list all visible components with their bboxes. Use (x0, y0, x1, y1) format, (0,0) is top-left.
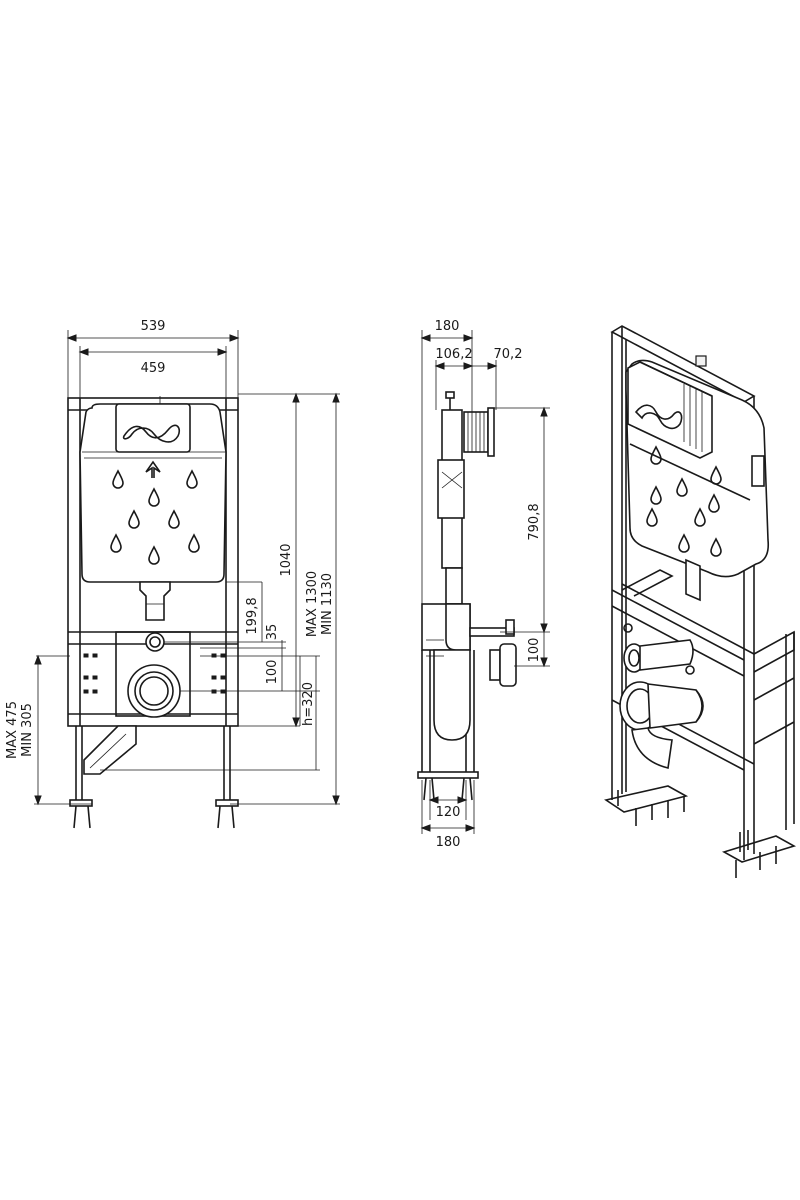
iso-pipes (619, 623, 704, 769)
dim-label-180-bottom: 180 (436, 835, 461, 850)
dim-label-min-305: MIN 305 (20, 703, 35, 757)
dim-label-h320: h=320 (301, 682, 316, 726)
dim-label-100: 100 (265, 660, 280, 685)
dim-label-max-475: MAX 475 (5, 701, 20, 759)
frame-legs (69, 725, 239, 829)
dim-label-70-2: 70,2 (494, 347, 523, 362)
iso-tank (625, 355, 770, 602)
side-bottom-dims: 120 180 (420, 780, 476, 850)
mounting-bracket (83, 631, 226, 718)
flush-outlet (145, 632, 165, 652)
side-vertical-dims: 790,8 100 (494, 406, 550, 668)
cistern-tank (79, 396, 227, 621)
front-vertical-dims: 1040 MAX 1300 MIN 1130 199,8 35 100 h=32… (5, 392, 340, 806)
dim-label-790-8: 790,8 (527, 503, 542, 540)
side-drain-connector (499, 643, 517, 687)
side-top-dims: 180 106,2 70,2 (420, 319, 523, 650)
dim-label-min-1130: MIN 1130 (320, 573, 335, 635)
dim-label-100-side: 100 (527, 638, 542, 663)
isometric-view (604, 325, 797, 878)
dim-label-106-2: 106,2 (435, 347, 472, 362)
flush-pipe (139, 581, 171, 621)
flush-plate (115, 403, 191, 453)
dim-label-180-top: 180 (435, 319, 460, 334)
dim-539: 539 (66, 319, 240, 398)
dim-label-539: 539 (141, 319, 166, 334)
flush-plate-logo (122, 424, 181, 443)
iso-feet (604, 785, 797, 878)
dim-label-120: 120 (436, 805, 461, 820)
dim-label-35: 35 (265, 624, 280, 641)
front-view: 539 459 (5, 319, 340, 829)
dim-label-max-1300: MAX 1300 (305, 571, 320, 637)
dim-label-459: 459 (141, 361, 166, 376)
side-view: 180 106,2 70,2 (417, 319, 550, 850)
dim-label-199-8: 199,8 (245, 597, 260, 634)
dim-459: 459 (78, 346, 228, 398)
side-frame (417, 391, 517, 801)
up-arrow-icon (145, 460, 161, 478)
dim-label-1040: 1040 (279, 543, 294, 576)
